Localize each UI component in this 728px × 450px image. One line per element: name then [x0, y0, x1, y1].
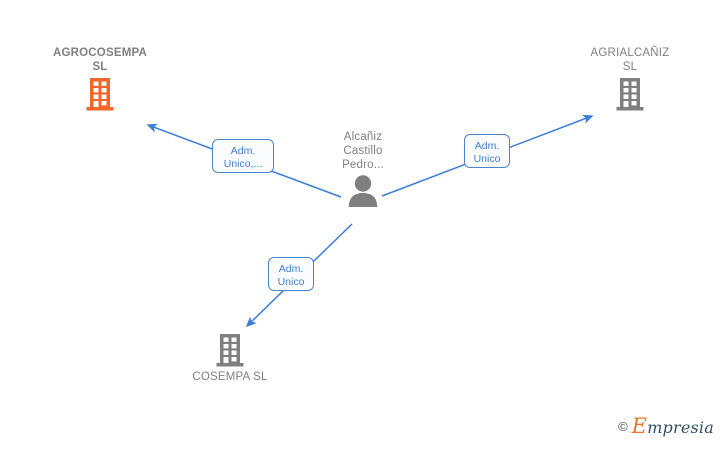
node-person[interactable]: Alcañiz Castillo Pedro... — [288, 130, 438, 208]
building-icon[interactable] — [215, 332, 245, 368]
node-agrocosempa[interactable]: AGROCOSEMPA SL — [25, 46, 175, 112]
node-label-line1: Alcañiz — [343, 131, 383, 143]
node-label-line1: AGRIALCAÑIZ — [590, 47, 670, 59]
empresia-logo-capital: E — [631, 414, 648, 438]
node-label-line2: Castillo — [343, 145, 383, 157]
watermark: © Empresia — [618, 414, 714, 438]
person-icon[interactable] — [345, 174, 381, 208]
copyright-symbol: © — [618, 418, 628, 434]
edge-label-cosempa[interactable]: Adm. Unico — [268, 257, 314, 291]
node-label-line1: COSEMPA SL — [192, 371, 268, 383]
node-label-line1: AGROCOSEMPA — [53, 47, 147, 59]
node-label-agrocosempa: AGROCOSEMPA SL — [25, 46, 175, 74]
node-label-line2: SL — [92, 61, 108, 73]
node-label-agrialcaniz: AGRIALCAÑIZ SL — [555, 46, 705, 74]
node-label-line3: Pedro... — [342, 159, 384, 171]
empresia-logo-rest: mpresia — [647, 418, 714, 437]
node-label-cosempa: COSEMPA SL — [155, 370, 305, 384]
node-label-person: Alcañiz Castillo Pedro... — [288, 130, 438, 172]
building-icon[interactable] — [85, 76, 115, 112]
edge-label-agrialcaniz[interactable]: Adm. Unico — [464, 134, 510, 168]
node-agrialcaniz[interactable]: AGRIALCAÑIZ SL — [555, 46, 705, 112]
building-icon[interactable] — [615, 76, 645, 112]
empresia-logo-text: Empresia — [632, 414, 714, 438]
node-label-line2: SL — [622, 61, 638, 73]
edge-label-agrocosempa[interactable]: Adm. Unico,... — [212, 139, 274, 173]
node-cosempa[interactable]: COSEMPA SL — [155, 332, 305, 384]
